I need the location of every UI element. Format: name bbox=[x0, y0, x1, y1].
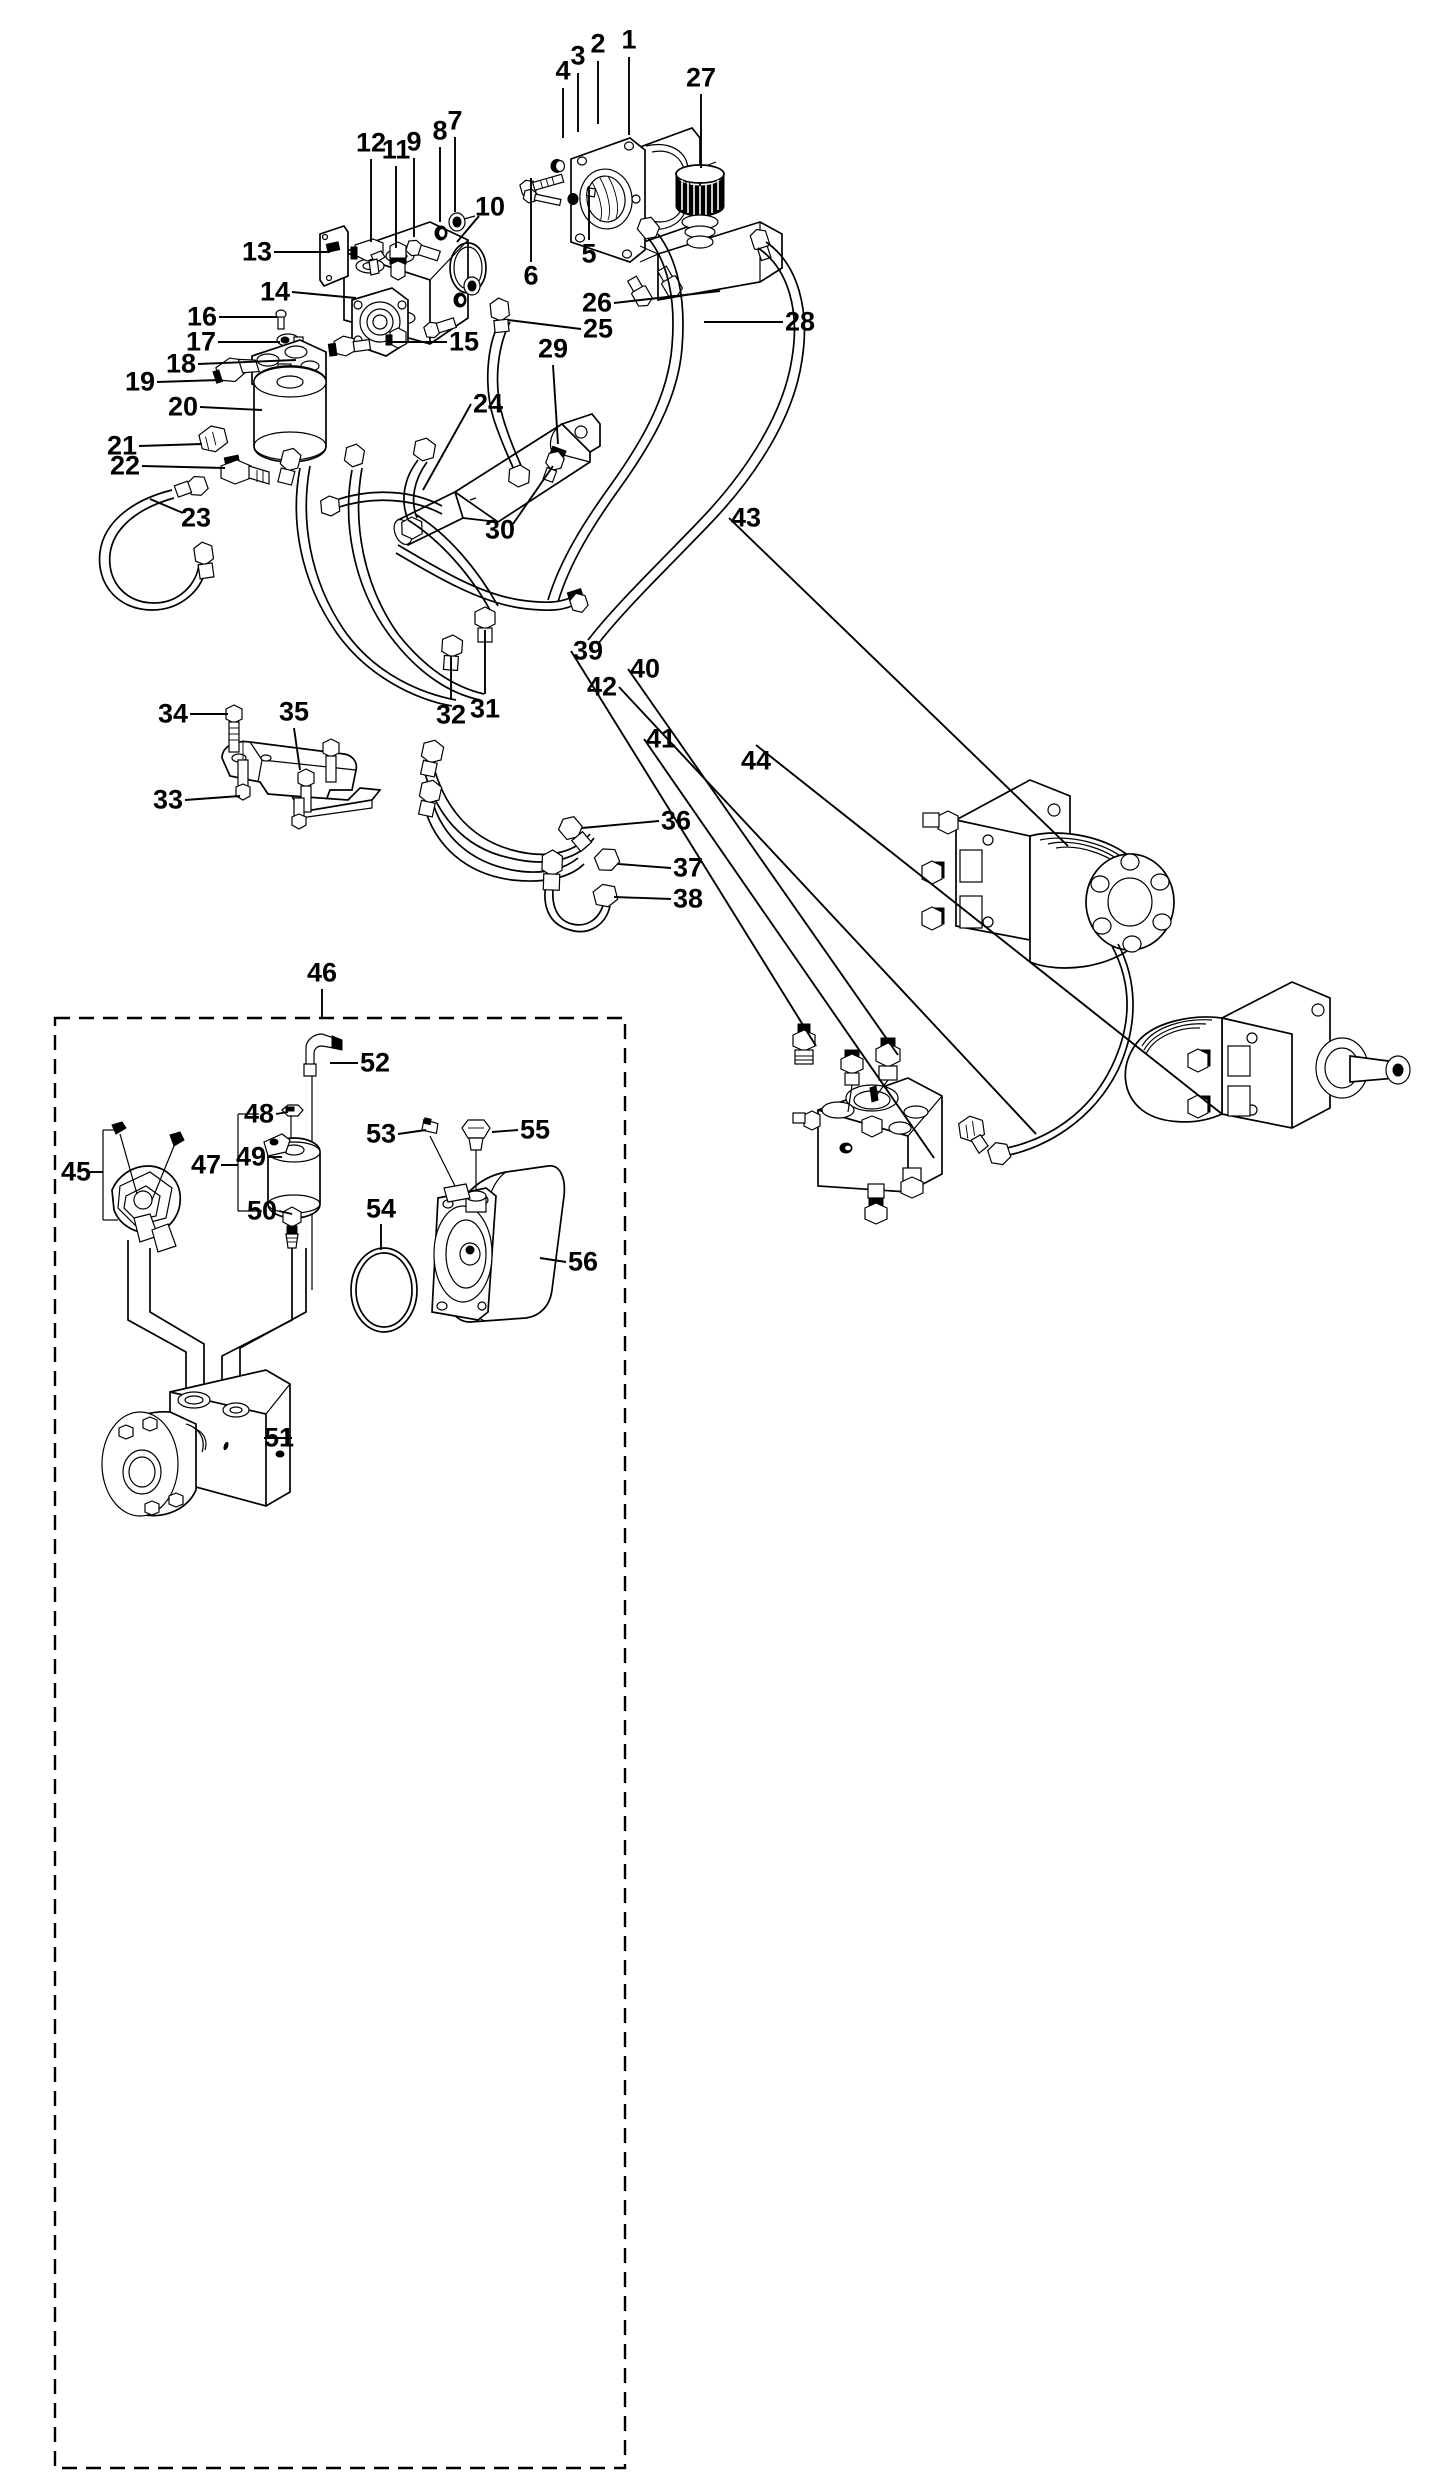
callout-34: 34 bbox=[157, 698, 189, 729]
callout-36: 36 bbox=[660, 805, 692, 836]
part-oring-54 bbox=[350, 1247, 418, 1333]
part-valve-45 bbox=[102, 1121, 205, 1420]
hose-network-upper bbox=[277, 216, 806, 707]
callout-41: 41 bbox=[645, 723, 677, 754]
callout-19: 19 bbox=[124, 366, 156, 397]
callout-56: 56 bbox=[567, 1246, 599, 1277]
callout-1: 1 bbox=[621, 24, 637, 55]
callout-29: 29 bbox=[537, 333, 569, 364]
callout-13: 13 bbox=[241, 236, 273, 267]
callout-51: 51 bbox=[263, 1422, 295, 1453]
callout-37: 37 bbox=[672, 852, 704, 883]
callout-leaders bbox=[90, 57, 1223, 1439]
callout-16: 16 bbox=[186, 301, 218, 332]
callout-44: 44 bbox=[740, 745, 772, 776]
callout-33: 33 bbox=[152, 784, 184, 815]
callout-45: 45 bbox=[60, 1156, 92, 1187]
callout-21: 21 bbox=[106, 430, 138, 461]
callout-54: 54 bbox=[365, 1193, 397, 1224]
part-hydraulic-motor-43 bbox=[921, 779, 1175, 969]
callout-42: 42 bbox=[586, 671, 618, 702]
callout-43: 43 bbox=[730, 502, 762, 533]
callout-22: 22 bbox=[109, 450, 141, 481]
callout-4: 4 bbox=[555, 55, 571, 86]
part-mounting-bracket bbox=[221, 704, 382, 830]
callout-11: 11 bbox=[381, 134, 411, 165]
callout-8: 8 bbox=[432, 115, 448, 146]
callout-50: 50 bbox=[246, 1195, 278, 1226]
callout-48: 48 bbox=[243, 1098, 275, 1129]
part-lower-hoses bbox=[417, 739, 621, 933]
callout-7: 7 bbox=[447, 105, 463, 136]
callout-53: 53 bbox=[365, 1118, 397, 1149]
callout-31: 31 bbox=[469, 693, 501, 724]
callout-17: 17 bbox=[185, 326, 217, 357]
callout-9: 9 bbox=[406, 126, 422, 157]
callout-28: 28 bbox=[784, 306, 816, 337]
callout-35: 35 bbox=[278, 696, 310, 727]
part-hydraulic-motor-44 bbox=[1124, 981, 1411, 1129]
part-control-valve-27 bbox=[624, 164, 783, 311]
part-electric-motor-56 bbox=[421, 1117, 566, 1323]
callout-55: 55 bbox=[519, 1114, 551, 1145]
callout-23: 23 bbox=[180, 502, 212, 533]
part-tee-hose-21-23 bbox=[98, 425, 270, 611]
callout-38: 38 bbox=[672, 883, 704, 914]
callout-5: 5 bbox=[581, 238, 597, 269]
callout-2: 2 bbox=[590, 28, 606, 59]
callout-40: 40 bbox=[629, 653, 661, 684]
callout-26: 26 bbox=[581, 287, 613, 318]
callout-10: 10 bbox=[474, 191, 506, 222]
callout-49: 49 bbox=[235, 1141, 267, 1172]
callout-20: 20 bbox=[167, 391, 199, 422]
callout-39: 39 bbox=[572, 635, 604, 666]
callout-3: 3 bbox=[570, 40, 586, 71]
group-boundary-46 bbox=[53, 1016, 627, 2470]
callout-6: 6 bbox=[523, 260, 539, 291]
callout-15: 15 bbox=[448, 326, 480, 357]
callout-52: 52 bbox=[359, 1047, 391, 1078]
callout-18: 18 bbox=[165, 348, 197, 379]
callout-30: 30 bbox=[484, 514, 516, 545]
callout-14: 14 bbox=[259, 276, 291, 307]
callout-32: 32 bbox=[435, 699, 467, 730]
callout-12: 12 bbox=[355, 127, 387, 158]
callout-46: 46 bbox=[306, 957, 338, 988]
callout-25: 25 bbox=[582, 313, 614, 344]
callout-47: 47 bbox=[190, 1149, 222, 1180]
callout-24: 24 bbox=[472, 388, 504, 419]
callout-27: 27 bbox=[685, 62, 717, 93]
part-valve-manifold-block bbox=[792, 943, 1134, 1225]
part-pump-block-51 bbox=[101, 1369, 291, 1517]
part-filter-assembly bbox=[212, 309, 372, 463]
